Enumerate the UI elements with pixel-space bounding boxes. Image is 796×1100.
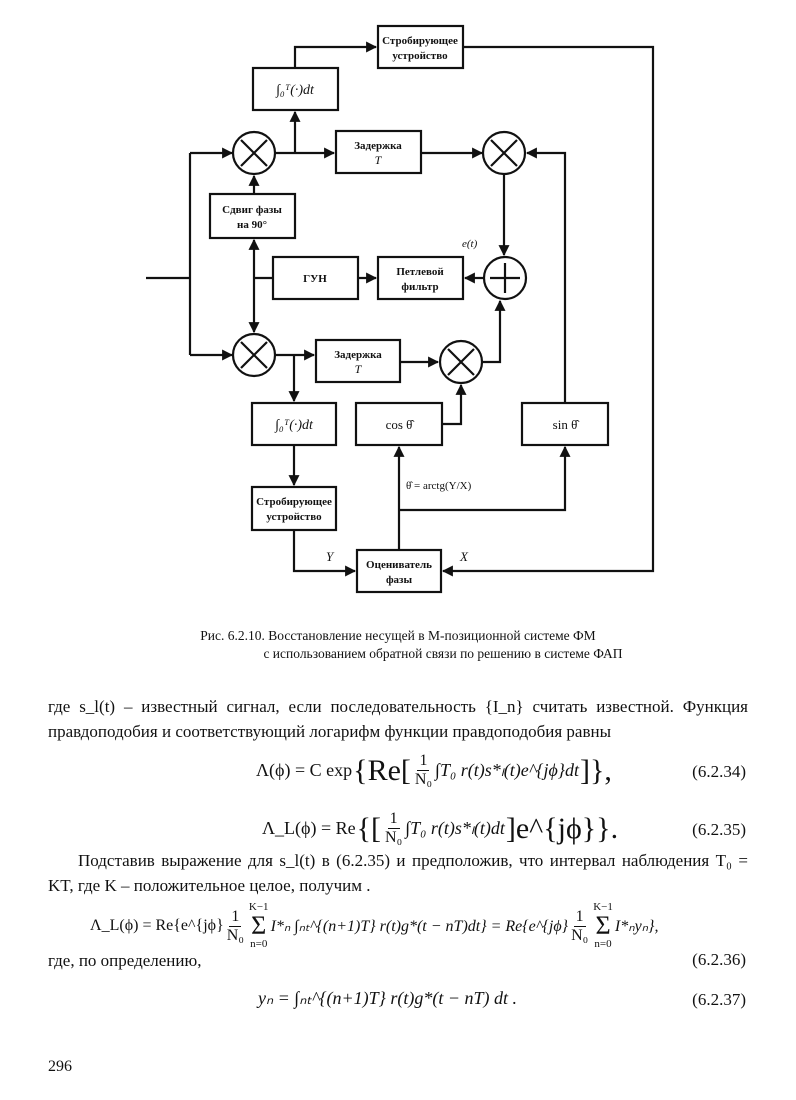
delay-top: Задержка T <box>334 129 423 175</box>
figure-caption: Рис. 6.2.10. Восстановление несущей в M-… <box>0 627 796 663</box>
svg-text:T: T <box>375 153 383 167</box>
caption-line-2: с использованием обратной связи по решен… <box>263 646 623 661</box>
equation-number: (6.2.36) <box>692 950 746 969</box>
y-label: Y <box>326 549 335 564</box>
delay-bottom: Задержка T <box>314 338 402 384</box>
eq-bracket: {Re[ <box>353 753 411 787</box>
svg-text:устройство: устройство <box>266 511 322 523</box>
sin-block: sin θ̂ <box>520 401 610 447</box>
error-label: e(t) <box>462 238 478 250</box>
svg-text:Стробирующее: Стробирующее <box>256 496 332 508</box>
integrator-bottom: ∫₀ᵀ(·)dt <box>250 401 338 447</box>
block-diagram: Стробирующее устройство ∫₀ᵀ(·)dt Задержк… <box>146 24 655 594</box>
svg-text:Петлевой: Петлевой <box>396 266 444 278</box>
eq-bracket: {[ <box>356 811 382 845</box>
multiplier-top-right <box>481 130 527 176</box>
equation-number: (6.2.35) <box>692 820 746 839</box>
eq-lhs: Λ_L(ϕ) = Re <box>262 818 356 838</box>
equation-6-2-37: yₙ = ∫ₙₜ^{(n+1)T} r(t)g*(t − nT) dt . <box>258 988 517 1009</box>
multiplier-top-left <box>231 130 277 176</box>
eq-bracket: ]}, <box>580 753 612 787</box>
loop-filter: Петлевой фильтр <box>376 255 465 301</box>
cos-block: cos θ̂ <box>354 401 444 447</box>
eq-body: ∫T₀ r(t)s*ₗ(t)e^{jϕ}dt <box>435 760 580 780</box>
phase-shift-90: Сдвиг фазы на 90° <box>208 192 297 240</box>
equation-number: (6.2.37) <box>692 990 746 1009</box>
svg-text:фильтр: фильтр <box>401 281 438 293</box>
eq-part: {e^{jϕ} <box>173 917 224 934</box>
svg-text:Задержка: Задержка <box>334 349 382 361</box>
caption-line-1: Рис. 6.2.10. Восстановление несущей в M-… <box>200 628 596 643</box>
page-number: 296 <box>48 1058 72 1075</box>
svg-text:ГУН: ГУН <box>303 273 327 285</box>
svg-text:cos θ̂: cos θ̂ <box>386 417 416 432</box>
eq-body: ∫T₀ r(t)s*ₗ(t)dt <box>405 818 505 838</box>
paragraph-3: где, по определению, <box>48 951 202 970</box>
strobe-device-top: Стробирующее устройство <box>376 24 465 70</box>
svg-text:sin θ̂: sin θ̂ <box>553 417 581 432</box>
equation-number: (6.2.34) <box>692 762 746 781</box>
svg-text:Задержка: Задержка <box>354 140 402 152</box>
integrator-top: ∫₀ᵀ(·)dt <box>251 66 340 112</box>
eq-lhs: Λ(ϕ) = C exp <box>256 760 353 780</box>
x-label: X <box>459 549 469 564</box>
eq-bracket: ]e^{jϕ}}. <box>505 811 619 845</box>
strobe-device-bottom: Стробирующее устройство <box>250 485 338 532</box>
multiplier-bottom-right <box>438 339 484 385</box>
svg-text:устройство: устройство <box>392 50 448 62</box>
phase-estimator: Оцениватель фазы <box>355 548 443 594</box>
svg-text:на 90°: на 90° <box>237 219 267 231</box>
multiplier-bottom-left <box>231 332 277 378</box>
theta-estimate-label: θ̂ = arctg(Y/X) <box>406 480 472 492</box>
svg-text:Стробирующее: Стробирующее <box>382 35 458 47</box>
svg-text:фазы: фазы <box>386 574 413 586</box>
summer <box>482 255 528 301</box>
eq-lhs: Λ_L(ϕ) = Re <box>90 917 174 934</box>
svg-text:Оцениватель: Оцениватель <box>366 559 432 571</box>
eq-body: I*ₙ ∫ₙₜ^{(n+1)T} r(t)g*(t − nT)dt} = Re{… <box>270 918 569 935</box>
svg-text:Сдвиг фазы: Сдвиг фазы <box>222 204 282 216</box>
paragraph-2: Подставив выражение для s_l(t) в (6.2.35… <box>48 851 748 895</box>
paragraph-1: где s_l(t) – известный сигнал, если посл… <box>48 697 748 741</box>
eq-body: I*ₙyₙ}, <box>614 918 659 935</box>
svg-text:∫₀ᵀ(·)dt: ∫₀ᵀ(·)dt <box>275 83 315 98</box>
svg-text:T: T <box>355 362 363 376</box>
connection-lines <box>146 41 655 577</box>
svg-text:∫₀ᵀ(·)dt: ∫₀ᵀ(·)dt <box>274 418 314 433</box>
vco: ГУН <box>271 255 360 301</box>
eq-body: yₙ = ∫ₙₜ^{(n+1)T} r(t)g*(t − nT) dt . <box>258 988 517 1008</box>
